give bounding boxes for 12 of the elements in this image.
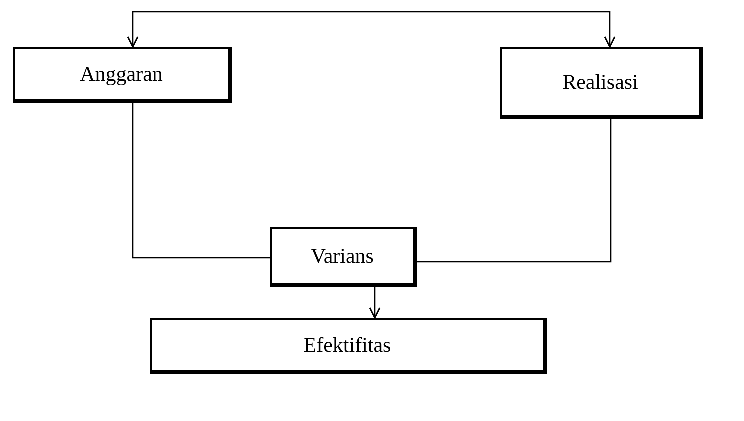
connector [417, 119, 612, 263]
process-box [150, 318, 547, 374]
connector [127, 11, 616, 48]
box-label: Anggaran [80, 62, 163, 86]
process-box [270, 227, 417, 287]
box-label: Varians [311, 244, 374, 268]
connector [369, 287, 381, 319]
process-box [500, 47, 703, 119]
connector [132, 103, 270, 259]
box-label: Efektifitas [304, 332, 392, 358]
process-box [13, 47, 232, 103]
box-label: Realisasi [562, 70, 638, 94]
